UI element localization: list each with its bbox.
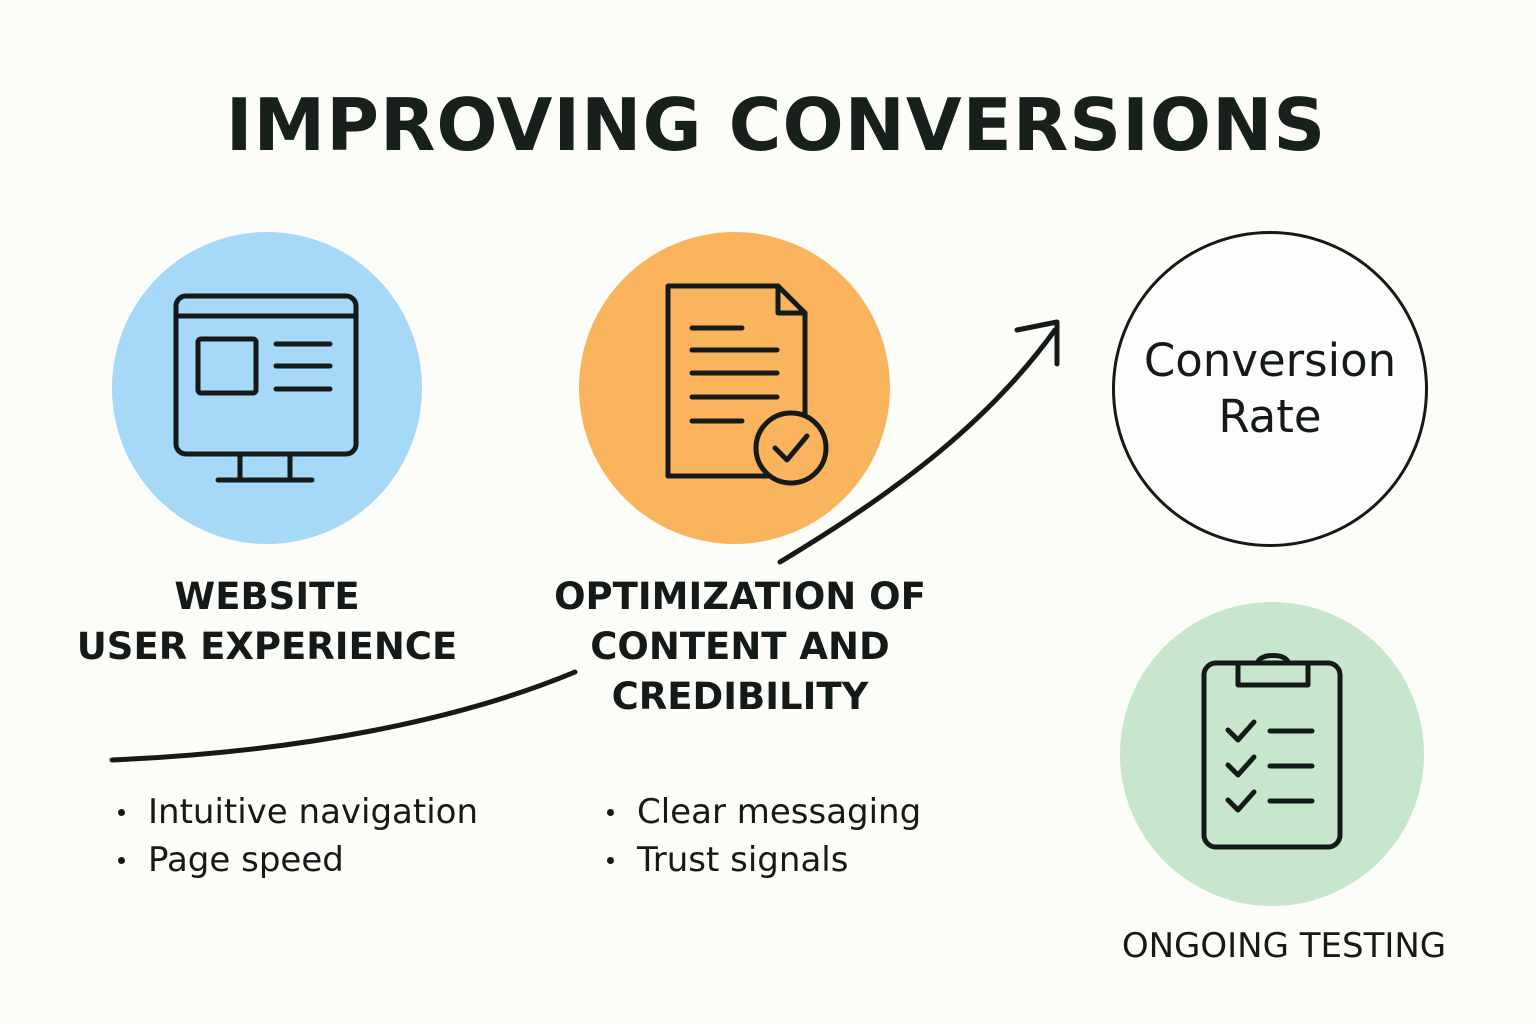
page-title: IMPROVING CONVERSIONS	[225, 83, 1327, 167]
list-item: Clear messaging	[607, 788, 921, 836]
list-item: Intuitive navigation	[118, 788, 478, 836]
testing-label: ONGOING TESTING	[1121, 926, 1447, 966]
conversion-rate-label: Conversion Rate	[1143, 334, 1397, 443]
content-bullet-list: Clear messaging Trust signals	[607, 788, 921, 884]
document-check-icon	[665, 283, 829, 486]
ux-bullet-list: Intuitive navigation Page speed	[118, 788, 478, 884]
content-label: OPTIMIZATION OF CONTENT AND CREDIBILITY	[554, 575, 926, 718]
testing-circle	[1120, 602, 1424, 906]
clipboard-checklist-icon	[1201, 653, 1343, 850]
conversion-rate-circle: Conversion Rate	[1112, 231, 1428, 547]
ux-label: WEBSITE USER EXPERIENCE	[76, 575, 458, 668]
ux-circle	[112, 232, 422, 544]
list-item: Trust signals	[607, 836, 921, 884]
monitor-icon	[173, 293, 359, 483]
list-item: Page speed	[118, 836, 478, 884]
